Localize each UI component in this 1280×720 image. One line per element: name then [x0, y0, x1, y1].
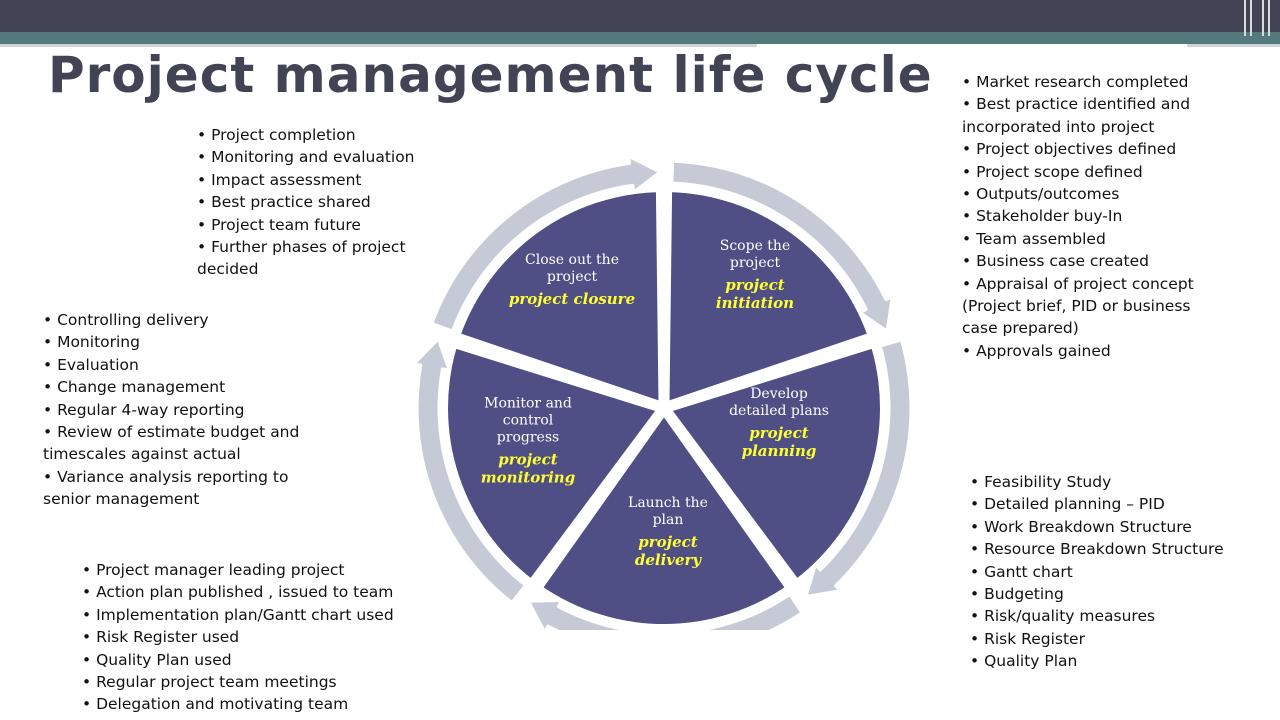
phase-segment-closure	[456, 188, 663, 406]
phase-title-planning: detailed plans	[729, 403, 829, 419]
planning-bullet-item: Budgeting	[970, 583, 1245, 605]
phase-segments	[444, 188, 884, 629]
planning-bullet-item: Risk/quality measures	[970, 605, 1245, 627]
phase-segment-initiation	[665, 188, 872, 406]
phase-title-delivery: Launch the	[628, 495, 708, 511]
phase-subtitle-initiation: initiation	[716, 294, 794, 312]
closure-bullet-item: Monitoring and evaluation	[197, 146, 429, 168]
monitoring-bullet-item: Variance analysis reporting to senior ma…	[43, 466, 323, 511]
page-title: Project management life cycle	[48, 46, 933, 104]
monitoring-bullet-item: Change management	[43, 376, 323, 398]
phase-subtitle-delivery: project	[638, 533, 698, 551]
cycle-arrows	[412, 155, 913, 630]
planning-bullet-list: Feasibility StudyDetailed planning – PID…	[970, 471, 1245, 673]
delivery-bullet-item: Regular project team meetings	[82, 671, 422, 693]
cycle-arrow-delivery	[527, 593, 804, 630]
initiation-bullet-item: Market research completed	[962, 71, 1224, 93]
phase-title-closure: Close out the	[525, 252, 619, 268]
phase-subtitle-initiation: project	[725, 276, 785, 294]
monitoring-bullet-list: Controlling deliveryMonitoringEvaluation…	[43, 309, 323, 511]
monitoring-bullet-item: Controlling delivery	[43, 309, 323, 331]
cycle-arrow-initiation	[670, 159, 894, 333]
header-bar	[0, 0, 1280, 32]
phase-subtitle-planning: project	[749, 424, 809, 442]
phase-title-closure: project	[547, 269, 598, 285]
monitoring-bullet-item: Evaluation	[43, 354, 323, 376]
closure-bullet-list: Project completionMonitoring and evaluat…	[197, 124, 429, 281]
delivery-bullet-item: Delegation and motivating team	[82, 693, 422, 715]
cycle-arrow-monitoring	[412, 337, 527, 605]
planning-bullet-item: Gantt chart	[970, 561, 1245, 583]
initiation-bullet-item: Stakeholder buy-In	[962, 205, 1224, 227]
initiation-bullet-item: Business case created	[962, 250, 1224, 272]
planning-bullet-item: Detailed planning – PID	[970, 493, 1245, 515]
planning-bullet-item: Work Breakdown Structure	[970, 516, 1245, 538]
phase-title-monitoring: Monitor and	[484, 396, 572, 412]
closure-bullet-item: Project team future	[197, 214, 429, 236]
delivery-bullet-item: Risk Register used	[82, 626, 422, 648]
header-band	[0, 32, 1280, 44]
initiation-bullet-item: Best practice identified and incorporate…	[962, 93, 1224, 138]
closure-bullet-item: Project completion	[197, 124, 429, 146]
phase-segment-planning	[666, 343, 884, 584]
header-stripe	[1244, 0, 1246, 36]
phase-title-planning: Develop	[750, 386, 808, 402]
header-highlight	[757, 44, 1187, 52]
header-line	[0, 44, 1280, 47]
header-stripe	[1250, 0, 1252, 36]
cycle-arrow-planning	[804, 338, 913, 598]
closure-bullet-item: Further phases of project decided	[197, 236, 429, 281]
planning-bullet-item: Resource Breakdown Structure	[970, 538, 1245, 560]
header-stripe	[1268, 0, 1270, 36]
initiation-bullet-item: Outputs/outcomes	[962, 183, 1224, 205]
header-stripe	[1262, 0, 1264, 36]
monitoring-bullet-item: Regular 4-way reporting	[43, 399, 323, 421]
phase-title-monitoring: control	[503, 413, 554, 429]
phase-title-initiation: project	[730, 255, 781, 271]
life-cycle-diagram: Scope theprojectprojectinitiationDevelop…	[412, 155, 913, 630]
phase-subtitle-delivery: delivery	[635, 551, 703, 569]
phase-segment-monitoring	[444, 343, 662, 584]
delivery-bullet-item: Project manager leading project	[82, 559, 422, 581]
phase-title-delivery: plan	[653, 512, 684, 528]
delivery-bullet-item: Quality Plan used	[82, 649, 422, 671]
phase-title-monitoring: progress	[497, 430, 559, 446]
phase-segment-delivery	[537, 410, 791, 629]
phase-title-initiation: Scope the	[720, 238, 791, 254]
initiation-bullet-item: Project objectives defined	[962, 138, 1224, 160]
monitoring-bullet-item: Review of estimate budget and timescales…	[43, 421, 323, 466]
cycle-arrow-closure	[430, 155, 662, 333]
phase-subtitle-closure: project closure	[509, 290, 635, 308]
phase-subtitle-planning: planning	[742, 442, 817, 460]
initiation-bullet-list: Market research completedBest practice i…	[962, 71, 1224, 362]
delivery-bullet-item: Action plan published , issued to team	[82, 581, 422, 603]
phase-subtitle-monitoring: monitoring	[481, 469, 575, 487]
delivery-bullet-list: Project manager leading projectAction pl…	[82, 559, 422, 716]
phase-subtitle-monitoring: project	[498, 451, 558, 469]
closure-bullet-item: Impact assessment	[197, 169, 429, 191]
planning-bullet-item: Feasibility Study	[970, 471, 1245, 493]
initiation-bullet-item: Project scope defined	[962, 161, 1224, 183]
initiation-bullet-item: Team assembled	[962, 228, 1224, 250]
phase-labels: Scope theprojectprojectinitiationDevelop…	[481, 238, 829, 569]
planning-bullet-item: Risk Register	[970, 628, 1245, 650]
initiation-bullet-item: Approvals gained	[962, 340, 1224, 362]
initiation-bullet-item: Appraisal of project concept (Project br…	[962, 273, 1224, 340]
delivery-bullet-item: Implementation plan/Gantt chart used	[82, 604, 422, 626]
planning-bullet-item: Quality Plan	[970, 650, 1245, 672]
monitoring-bullet-item: Monitoring	[43, 331, 323, 353]
closure-bullet-item: Best practice shared	[197, 191, 429, 213]
